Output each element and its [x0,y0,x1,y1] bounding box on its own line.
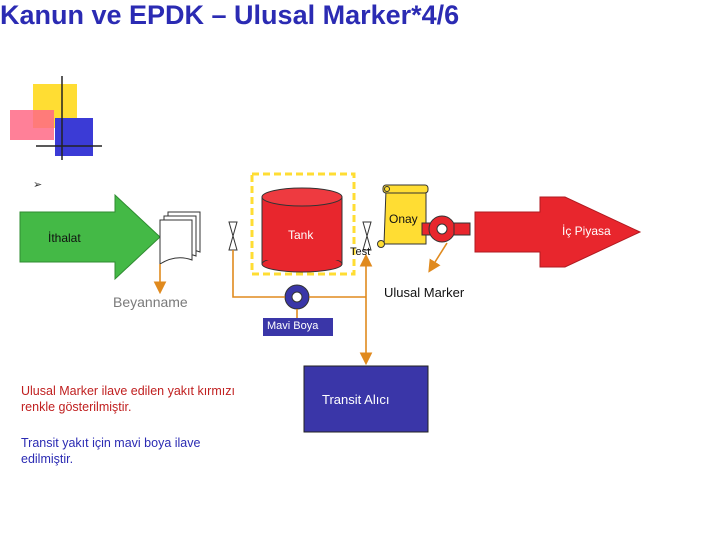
logo-pink-square [10,110,54,140]
ic-piyasa-arrow [474,196,642,268]
red-injector-icon [421,215,471,243]
page-title: Kanun ve EPDK – Ulusal Marker*4/6 [0,0,460,30]
valve-icon-left [228,221,238,251]
ithalat-arrow [19,193,161,281]
flow-lines [153,242,448,366]
scroll-icon [377,184,429,248]
onay-label: Onay [389,212,418,226]
tank-icon [261,187,343,273]
logo-decoration [10,76,102,160]
ulusal-marker-label: Ulusal Marker [384,285,465,300]
blue-injector-icon [284,284,310,310]
valve-icon-right [362,221,372,251]
tank-label: Tank [288,228,314,242]
ic-piyasa-label: İç Piyasa [562,224,611,238]
test-label: Test [350,246,371,258]
transit-alici-label: Transit Alıcı [322,392,390,407]
document-stack-icon [159,211,201,265]
beyanname-label: Beyanname [113,294,188,310]
transit-alici-box [303,365,429,433]
mavi-boya-box [263,318,333,336]
red-marker-note: Ulusal Marker ilave edilen yakıt kırmızı… [21,384,235,414]
mavi-boya-label: Mavi Boya [267,320,319,332]
blue-dye-note: Transit yakıt için mavi boya ilave edilm… [21,436,201,466]
ithalat-label: İthalat [48,231,81,245]
bullet-icon: ➢ [33,179,43,191]
tank-highlight-frame [250,172,356,276]
